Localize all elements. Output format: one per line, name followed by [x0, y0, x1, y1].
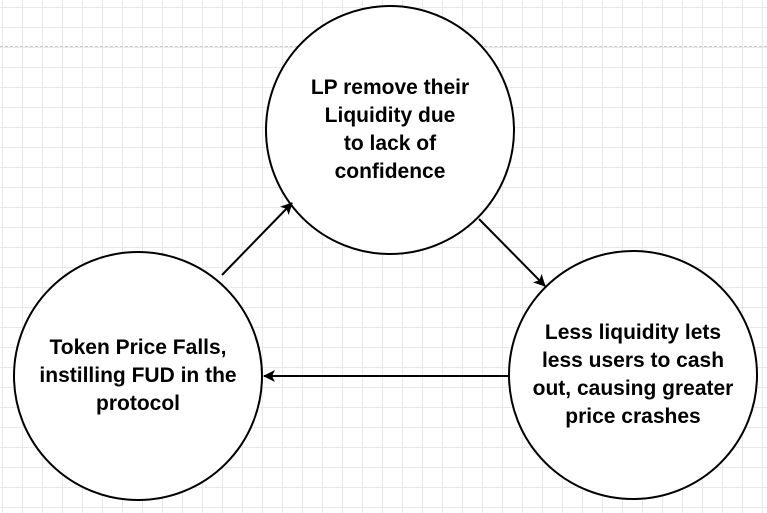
- edge-lp-to-liquidity[interactable]: [478, 218, 546, 287]
- edge-price-to-lp[interactable]: [221, 202, 293, 276]
- node-lp-remove[interactable]: [265, 5, 515, 255]
- node-less-liquidity-label: Less liquidity lets less users to cash o…: [532, 321, 734, 428]
- node-price-falls[interactable]: [13, 251, 263, 501]
- node-price-falls-label: Token Price Falls, instilling FUD in the…: [39, 336, 237, 415]
- node-lp-remove-label: LP remove their Liquidity due to lack of…: [310, 76, 470, 183]
